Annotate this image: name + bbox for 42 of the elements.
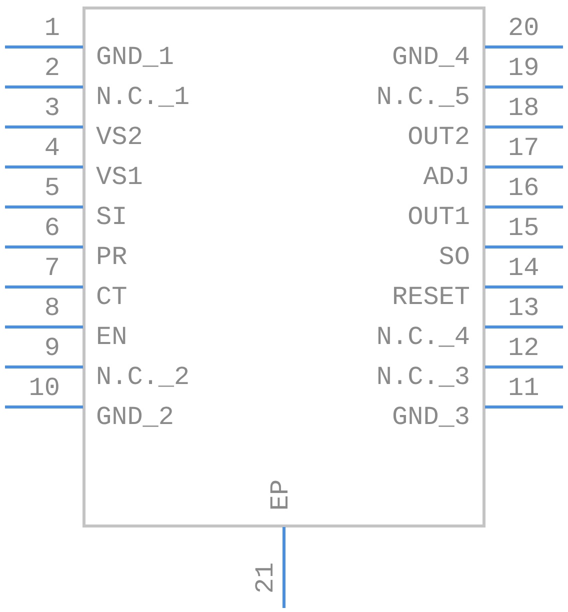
pin-name: OUT2	[408, 124, 470, 150]
pin-number: 8	[44, 295, 60, 321]
pin-number: 15	[508, 215, 540, 241]
pin-name: GND_2	[96, 404, 174, 430]
pin-name: N.C._4	[376, 324, 470, 350]
pin-name: RESET	[392, 284, 470, 310]
pin-number: 20	[508, 15, 540, 41]
pin-number: 11	[508, 375, 540, 401]
pin-number: 3	[44, 95, 60, 121]
pin-number: 2	[44, 55, 60, 81]
pin-name: EP	[268, 479, 294, 511]
pin-name: GND_4	[392, 44, 470, 70]
pin-name: GND_3	[392, 404, 470, 430]
pin-number: 9	[44, 335, 60, 361]
pin-number: 19	[508, 55, 540, 81]
pin-number: 1	[44, 15, 60, 41]
pin-name: VS1	[96, 164, 143, 190]
pin-number: 7	[44, 255, 60, 281]
pin-name: SO	[438, 244, 470, 270]
pin-name: PR	[96, 244, 128, 270]
pin-number: 14	[508, 255, 540, 281]
pin-name: EN	[96, 324, 128, 350]
pin-number: 6	[44, 215, 60, 241]
pin-number: 5	[44, 175, 60, 201]
pin-number: 21	[252, 562, 279, 594]
pin-number: 17	[508, 135, 540, 161]
pin-name: N.C._3	[376, 364, 470, 390]
pin-name: ADJ	[423, 164, 470, 190]
pin-name: VS2	[96, 124, 143, 150]
pin-name: N.C._5	[376, 84, 470, 110]
pin-name: N.C._2	[96, 364, 190, 390]
pin-number: 4	[44, 135, 60, 161]
pin-name: N.C._1	[96, 84, 190, 110]
pin-name: OUT1	[408, 204, 470, 230]
pin-number: 13	[508, 295, 540, 321]
pin-number: 18	[508, 95, 540, 121]
pin-name: SI	[96, 204, 128, 230]
pin-name: GND_1	[96, 44, 174, 70]
pin-number: 12	[508, 335, 540, 361]
pin-name: CT	[96, 284, 128, 310]
pin-number: 10	[28, 375, 60, 401]
pin-number: 16	[508, 175, 540, 201]
